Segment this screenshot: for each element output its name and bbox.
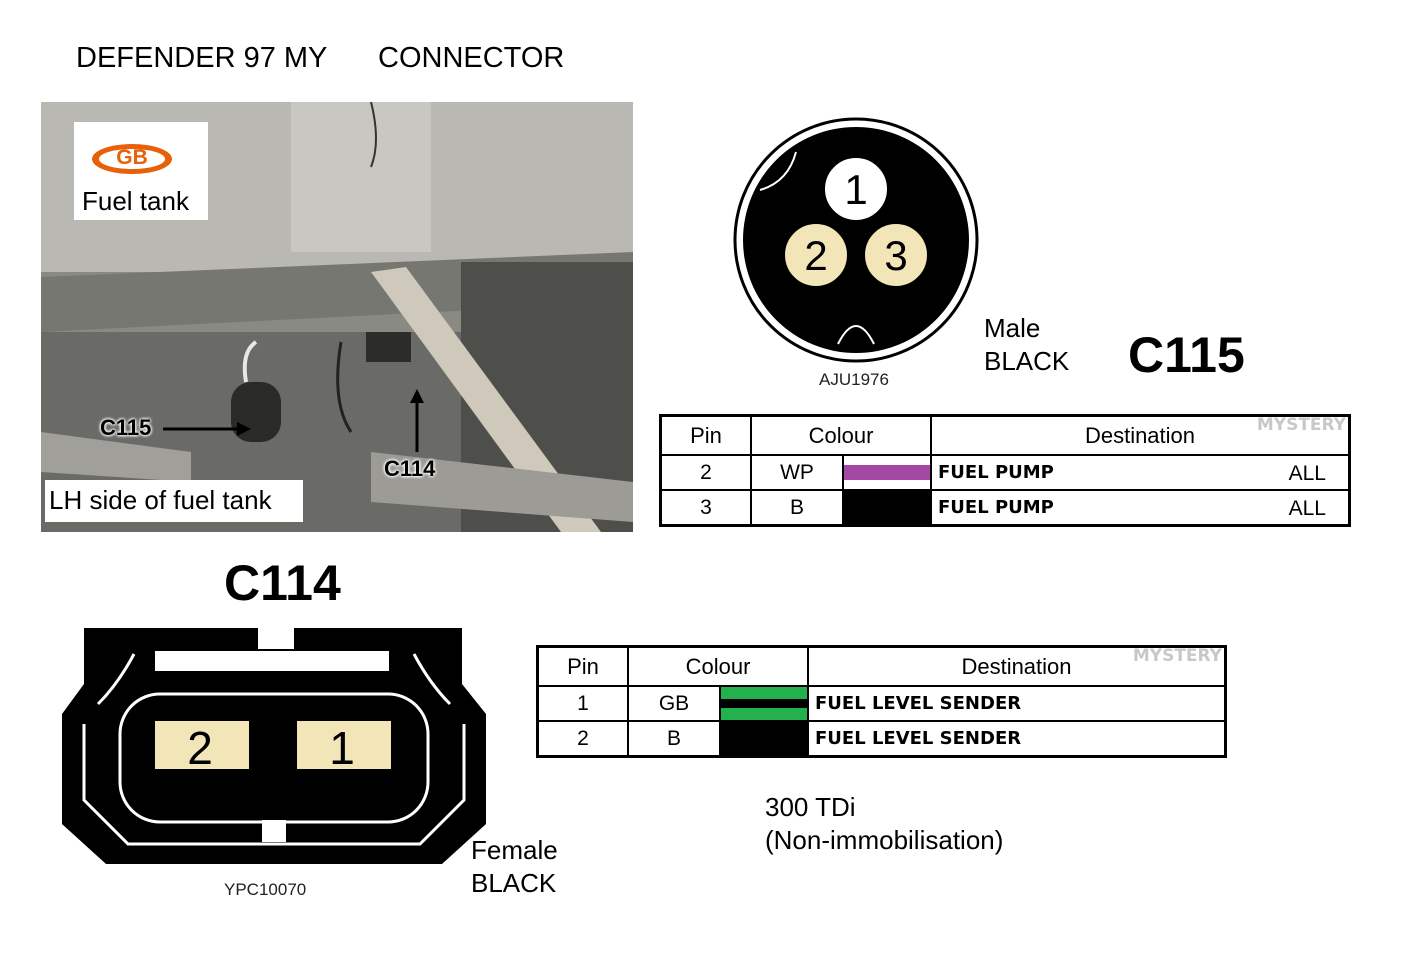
- colour-stripe: [721, 699, 807, 708]
- colour-code-cell: WP: [750, 454, 844, 491]
- destination-header: Destination MYSTERY: [930, 414, 1351, 456]
- c114-connector-face: 2 1: [62, 626, 486, 864]
- pin-cell: 3: [659, 489, 752, 527]
- variant-note: (Non-immobilisation): [765, 825, 1004, 855]
- location-photo: GB Fuel tank C115 C114 LH side of fuel t…: [41, 102, 633, 532]
- colour-code-cell: GB: [627, 685, 721, 722]
- callout-c114: C114: [384, 456, 436, 481]
- c114-title: C114: [224, 555, 341, 611]
- callout-c115: C115: [100, 415, 152, 440]
- table-header-row: Pin Colour Destination MYSTERY: [536, 645, 1227, 687]
- c114-pin-1: 1: [329, 722, 355, 774]
- c115-gender: Male: [984, 313, 1041, 343]
- pin-header: Pin: [536, 645, 629, 687]
- destination-text: FUEL LEVEL SENDER: [815, 728, 1022, 749]
- variant-text: ALL: [1288, 462, 1326, 485]
- c114-color: BLACK: [471, 868, 557, 898]
- colour-header: Colour: [750, 414, 932, 456]
- c114-pin-2: 2: [187, 722, 213, 774]
- destination-text: FUEL PUMP: [938, 497, 1054, 518]
- colour-swatch-cell: [719, 685, 809, 722]
- table-header-row: Pin Colour Destination MYSTERY: [659, 414, 1351, 456]
- location-label: Fuel tank: [82, 186, 189, 216]
- colour-swatch-cell: [719, 720, 809, 758]
- c114-ref-code: YPC10070: [224, 880, 307, 899]
- colour-code-cell: B: [627, 720, 721, 758]
- colour-header: Colour: [627, 645, 809, 687]
- c115-title: C115: [1128, 327, 1245, 383]
- c115-wiring-table: Pin Colour Destination MYSTERY 2 WP FUEL…: [659, 414, 1351, 527]
- destination-text: FUEL LEVEL SENDER: [815, 693, 1022, 714]
- colour-swatch: [844, 491, 930, 524]
- pin-cell: 2: [536, 720, 629, 758]
- destination-cell: FUEL LEVEL SENDER: [807, 685, 1227, 722]
- destination-cell: FUEL PUMP ALL: [930, 454, 1351, 491]
- pin-header: Pin: [659, 414, 752, 456]
- destination-cell: FUEL LEVEL SENDER: [807, 720, 1227, 758]
- colour-swatch: [844, 465, 930, 480]
- table-row: 1 GB FUEL LEVEL SENDER: [536, 685, 1227, 722]
- colour-code-cell: B: [750, 489, 844, 527]
- c114-gender: Female: [471, 835, 558, 865]
- c115-pin-2: 2: [804, 232, 827, 279]
- section-title: CONNECTOR: [378, 42, 565, 74]
- engine-note: 300 TDi: [765, 792, 856, 822]
- table-row: 2 WP FUEL PUMP ALL: [659, 454, 1351, 491]
- photo-caption: LH side of fuel tank: [45, 480, 303, 522]
- c115-ref-code: AJU1976: [819, 370, 889, 389]
- destination-header-label: Destination: [1084, 422, 1196, 448]
- colour-swatch: [721, 687, 807, 720]
- c115-connector-face: 1 2 3: [733, 117, 979, 363]
- destination-text: FUEL PUMP: [938, 462, 1054, 483]
- variant-text: ALL: [1288, 497, 1326, 520]
- colour-swatch: [721, 722, 807, 755]
- colour-swatch-cell: [842, 454, 932, 491]
- pin-cell: 2: [659, 454, 752, 491]
- destination-cell: FUEL PUMP ALL: [930, 489, 1351, 527]
- destination-header-label: Destination: [961, 653, 1072, 679]
- table-row: 3 B FUEL PUMP ALL: [659, 489, 1351, 527]
- watermark: MYSTERY: [1132, 646, 1222, 666]
- c115-color: BLACK: [984, 346, 1070, 376]
- watermark: MYSTERY: [1256, 415, 1346, 435]
- colour-swatch-cell: [842, 489, 932, 527]
- location-tag: GB Fuel tank: [74, 122, 208, 220]
- c114-wiring-table: Pin Colour Destination MYSTERY 1 GB FUEL…: [536, 645, 1227, 758]
- gb-badge-text: GB: [116, 146, 148, 169]
- gb-badge-icon: [92, 144, 172, 174]
- c115-pin-3: 3: [884, 232, 907, 279]
- pin-cell: 1: [536, 685, 629, 722]
- destination-header: Destination MYSTERY: [807, 645, 1227, 687]
- table-row: 2 B FUEL LEVEL SENDER: [536, 720, 1227, 758]
- model-title: DEFENDER 97 MY: [76, 42, 328, 74]
- c115-pin-1: 1: [844, 166, 867, 213]
